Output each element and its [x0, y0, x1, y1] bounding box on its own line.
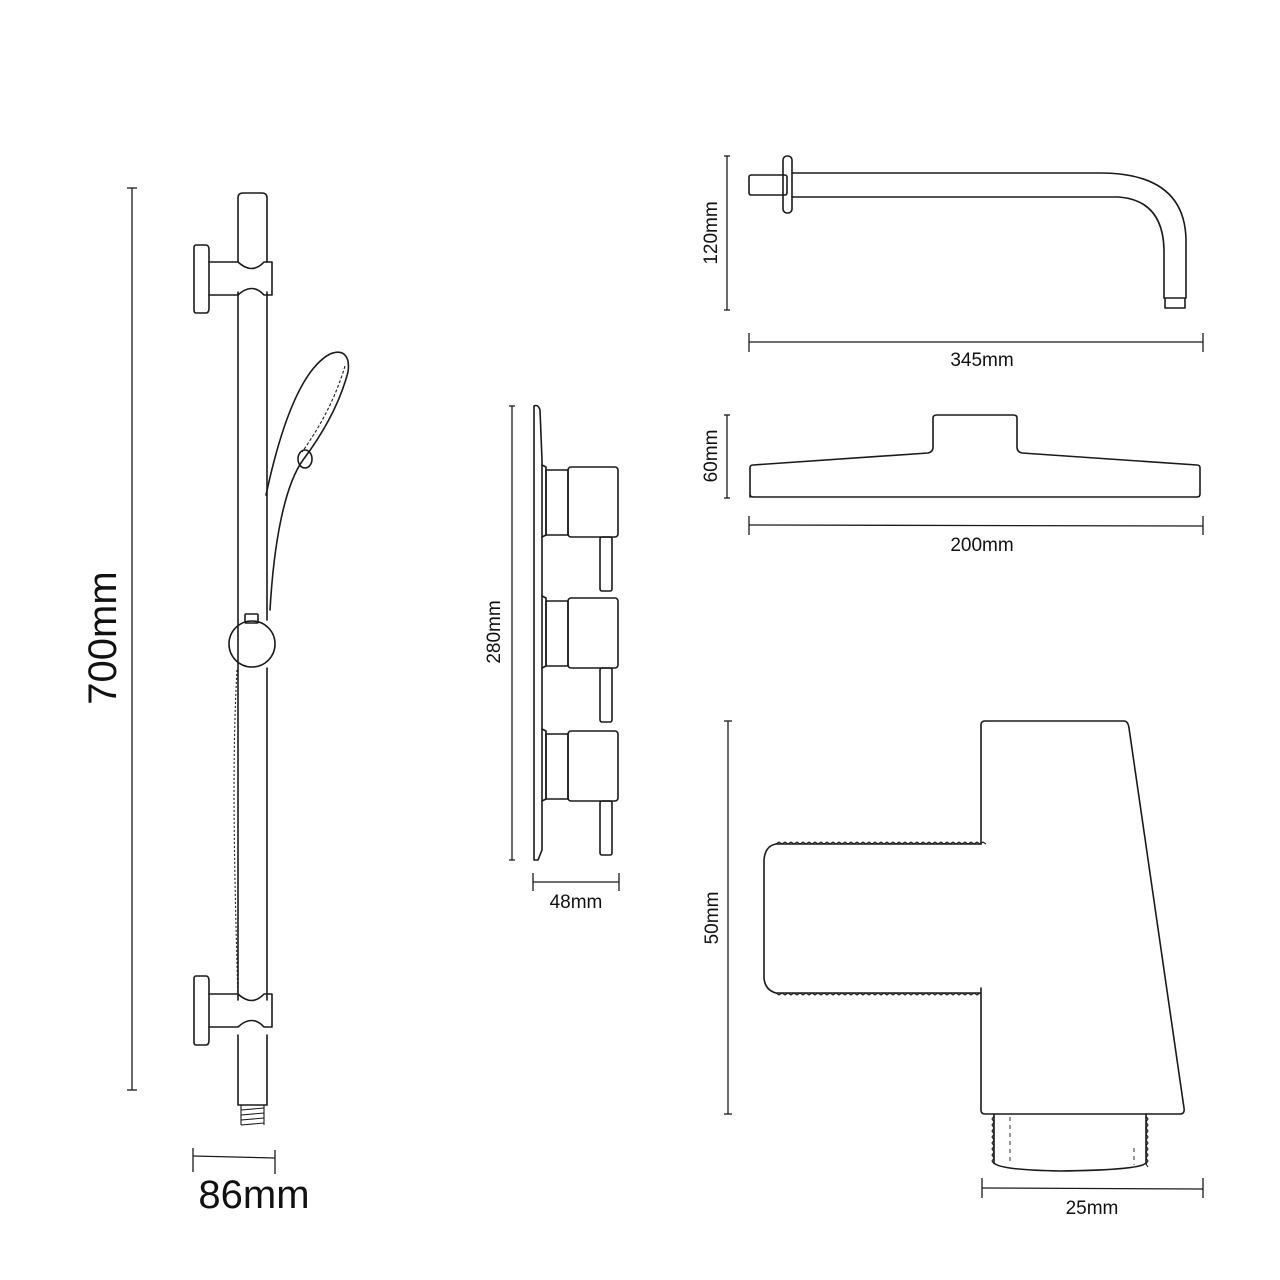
- valve-depth-label: 48mm: [550, 892, 603, 913]
- arm-wall-stub: [748, 174, 788, 196]
- arm-tube: [791, 172, 1187, 299]
- outlet-threaded-inlet: [763, 841, 987, 996]
- arm-thread-outlet: [1164, 297, 1186, 309]
- outlet-body: [980, 720, 1185, 1115]
- valve-handle-1: [541, 464, 619, 592]
- head-height-label: 60mm: [701, 430, 722, 483]
- top-wall-bracket: [193, 244, 273, 314]
- dimension-line-outlet-height: [724, 720, 732, 1115]
- dimension-line-valve-depth: [532, 873, 620, 891]
- valve-backplate: [533, 404, 543, 861]
- bottom-wall-bracket: [193, 975, 273, 1046]
- valve-handle-2: [541, 595, 619, 723]
- dimension-line-head-width: [748, 516, 1204, 535]
- slider-knob: [228, 613, 276, 668]
- valve-height-label: 280mm: [484, 600, 505, 663]
- head-width-label: 200mm: [950, 535, 1013, 556]
- arm-length-label: 345mm: [950, 350, 1013, 371]
- arm-height-label: 120mm: [701, 201, 722, 264]
- rail-tube: [237, 192, 268, 1106]
- dimension-line-arm-length: [748, 333, 1204, 352]
- concealed-valve: 280mm 48mm: [484, 404, 620, 913]
- outlet-threaded-spigot: [991, 1113, 1149, 1172]
- outlet-width-label: 25mm: [1066, 1198, 1119, 1219]
- dimension-line-rail-width: [192, 1148, 276, 1174]
- dimension-line-valve-height: [509, 405, 515, 861]
- shower-head-profile: [749, 414, 1201, 498]
- slide-rail-kit: 700mm: [81, 187, 350, 1217]
- dimension-line-head-height: [724, 414, 730, 499]
- shower-hose: [233, 669, 265, 1126]
- outlet-height-label: 50mm: [702, 892, 723, 945]
- wall-outlet: 50mm 25mm: [702, 720, 1204, 1219]
- shower-handset: [265, 351, 350, 611]
- dimension-line-outlet-width: [981, 1178, 1204, 1198]
- dimension-line-rail-height: [127, 187, 137, 1091]
- shower-arm: 120mm 345mm: [701, 155, 1204, 371]
- valve-handle-3: [541, 728, 619, 856]
- arm-wall-flange: [782, 155, 793, 214]
- shower-head: 60mm 200mm: [701, 414, 1204, 556]
- rail-height-label: 700mm: [81, 571, 125, 704]
- rail-width-label: 86mm: [198, 1173, 309, 1217]
- dimension-line-arm-height: [724, 155, 730, 311]
